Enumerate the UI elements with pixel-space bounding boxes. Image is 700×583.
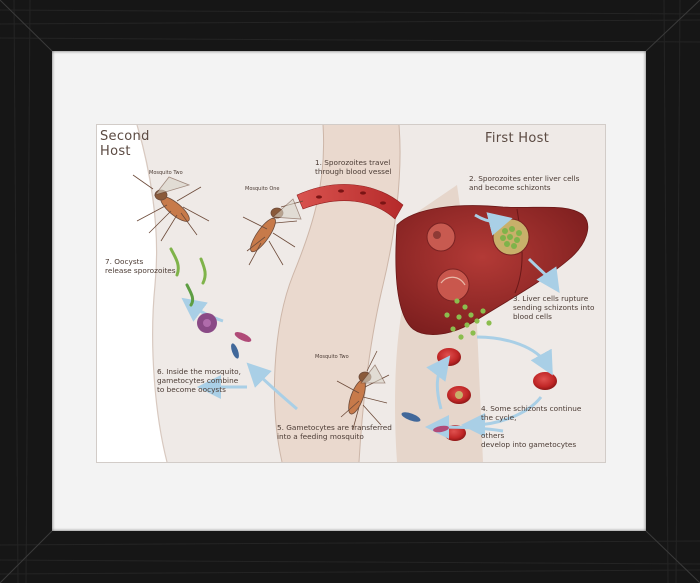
step-5-label: 5. Gametocytes are transferred into a fe… [277,423,392,441]
step-7-label: 7. Oocysts release sporozoites [105,257,176,275]
sporozoites [169,247,207,307]
step-2-label: 2. Sporozoites enter liver cells and bec… [469,174,580,192]
blood-vessel [296,184,404,220]
mosquito-two-bottom-label: Mosquito Two [315,354,349,360]
illustration-drawing [97,125,605,462]
released-schizonts [444,298,492,340]
mosquito-one [242,198,304,266]
step-3-label: 3. Liver cells rupture sending schizonts… [513,294,595,321]
step-4-continued-label: others develop into gametocytes [481,431,577,449]
mosquito-two-bottom [336,350,390,430]
second-host-arm [97,125,167,462]
step-4-label: 4. Some schizonts continue the cycle, [481,404,582,422]
mosquito-two-left-label: Mosquito Two [149,170,183,176]
first-host-title: First Host [485,131,550,146]
step-6-label: 6. Inside the mosquito, gametocytes comb… [157,367,241,394]
step-1-label: 1. Sporozoites travel through blood vess… [315,158,392,176]
mosquito-one-label: Mosquito One [245,186,280,192]
first-host-leg-left [274,125,401,462]
malaria-lifecycle-illustration: Second Host First Host Mosquito Two Mosq… [96,124,606,463]
second-host-title: Second Host [100,129,150,159]
mosquito-two-left [132,174,210,242]
